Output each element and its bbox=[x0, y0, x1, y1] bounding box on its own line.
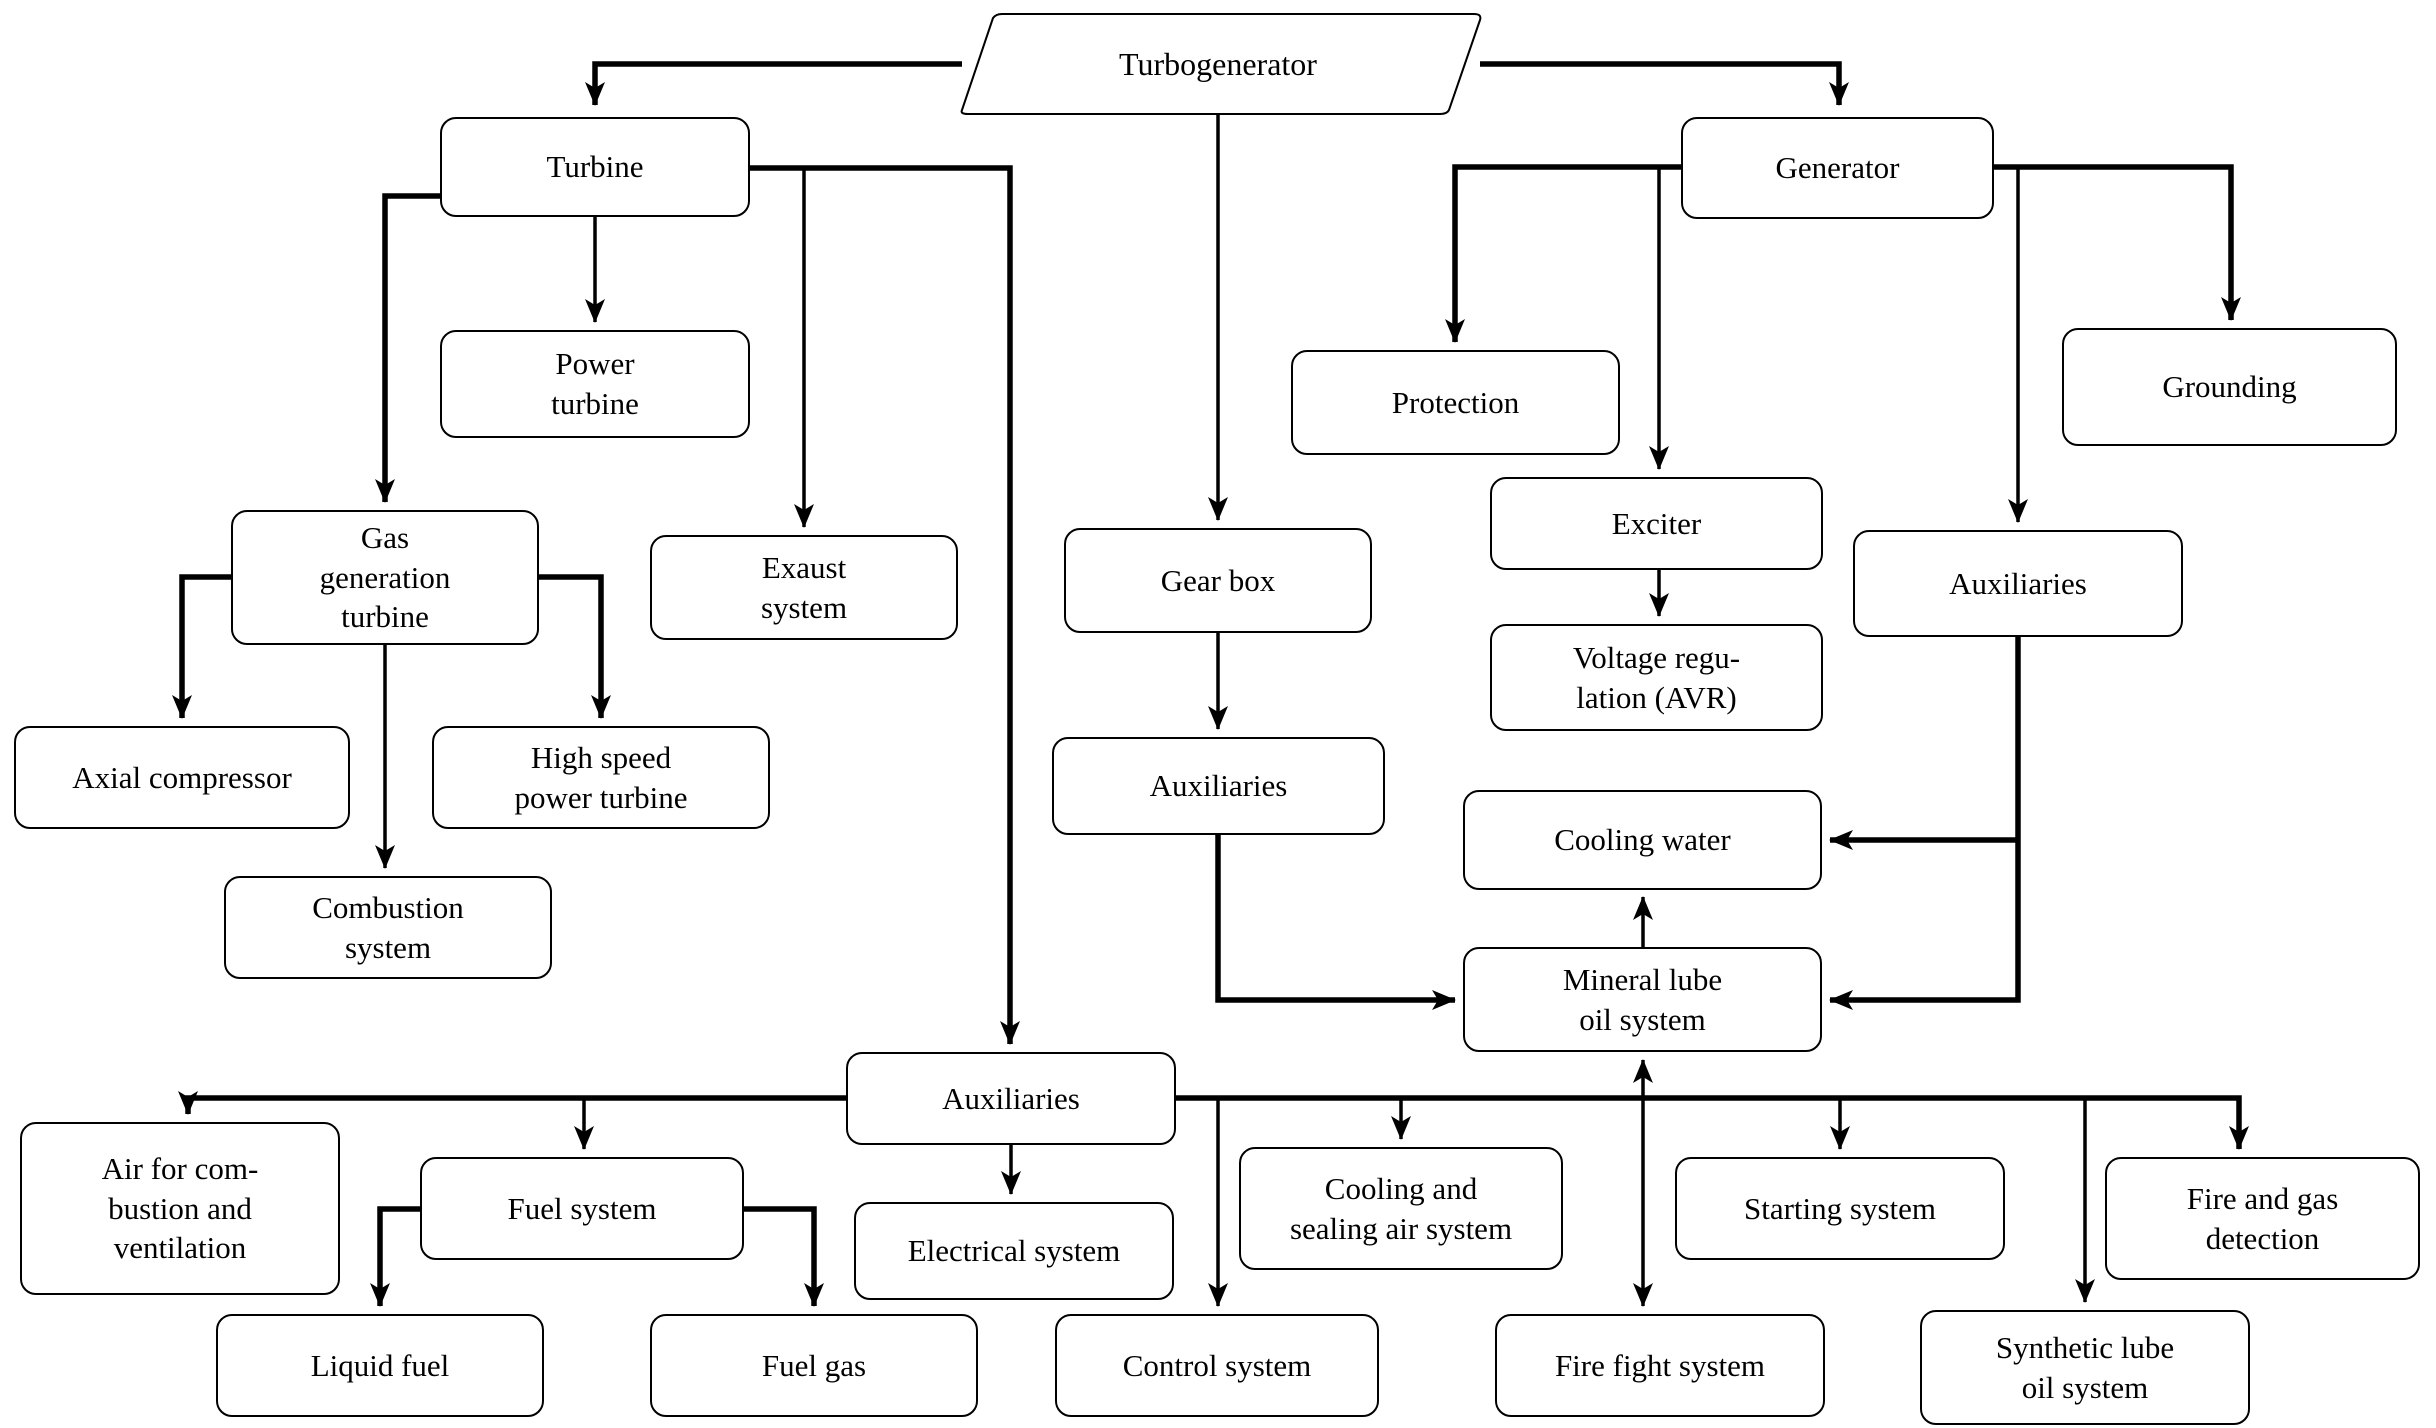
node-gear-box: Gear box bbox=[1064, 528, 1372, 633]
node-cooling-water: Cooling water bbox=[1463, 790, 1822, 890]
node-generator: Generator bbox=[1681, 117, 1994, 219]
node-axial-compressor: Axial compressor bbox=[14, 726, 350, 829]
node-cooling-sealing-air-system: Cooling and sealing air system bbox=[1239, 1147, 1563, 1270]
node-liquid-fuel: Liquid fuel bbox=[216, 1314, 544, 1417]
node-turbine: Turbine bbox=[440, 117, 750, 217]
node-air-for-combustion: Air for com- bustion and ventilation bbox=[20, 1122, 340, 1295]
node-exciter: Exciter bbox=[1490, 477, 1823, 570]
node-grounding: Grounding bbox=[2062, 328, 2397, 446]
node-exaust-system: Exaust system bbox=[650, 535, 958, 640]
node-fire-and-gas-detection: Fire and gas detection bbox=[2105, 1157, 2420, 1280]
node-fuel-system: Fuel system bbox=[420, 1157, 744, 1260]
node-voltage-regulation-avr: Voltage regu- lation (AVR) bbox=[1490, 624, 1823, 731]
node-auxiliaries-gearbox: Auxiliaries bbox=[1052, 737, 1385, 835]
node-synthetic-lube-oil-system: Synthetic lube oil system bbox=[1920, 1310, 2250, 1425]
node-protection: Protection bbox=[1291, 350, 1620, 455]
node-fuel-gas: Fuel gas bbox=[650, 1314, 978, 1417]
node-electrical-system: Electrical system bbox=[854, 1202, 1174, 1300]
node-mineral-lube-oil-system: Mineral lube oil system bbox=[1463, 947, 1822, 1052]
node-high-speed-power-turbine: High speed power turbine bbox=[432, 726, 770, 829]
node-starting-system: Starting system bbox=[1675, 1157, 2005, 1260]
node-fire-fight-system: Fire fight system bbox=[1495, 1314, 1825, 1417]
turbogenerator-shape bbox=[960, 13, 1482, 115]
node-auxiliaries-center: Auxiliaries bbox=[846, 1052, 1176, 1145]
node-power-turbine: Power turbine bbox=[440, 330, 750, 438]
node-turbogenerator: Turbogenerator bbox=[1119, 45, 1317, 82]
node-auxiliaries-right: Auxiliaries bbox=[1853, 530, 2183, 637]
node-control-system: Control system bbox=[1055, 1314, 1379, 1417]
node-gas-generation-turbine: Gas generation turbine bbox=[231, 510, 539, 645]
node-combustion-system: Combustion system bbox=[224, 876, 552, 979]
